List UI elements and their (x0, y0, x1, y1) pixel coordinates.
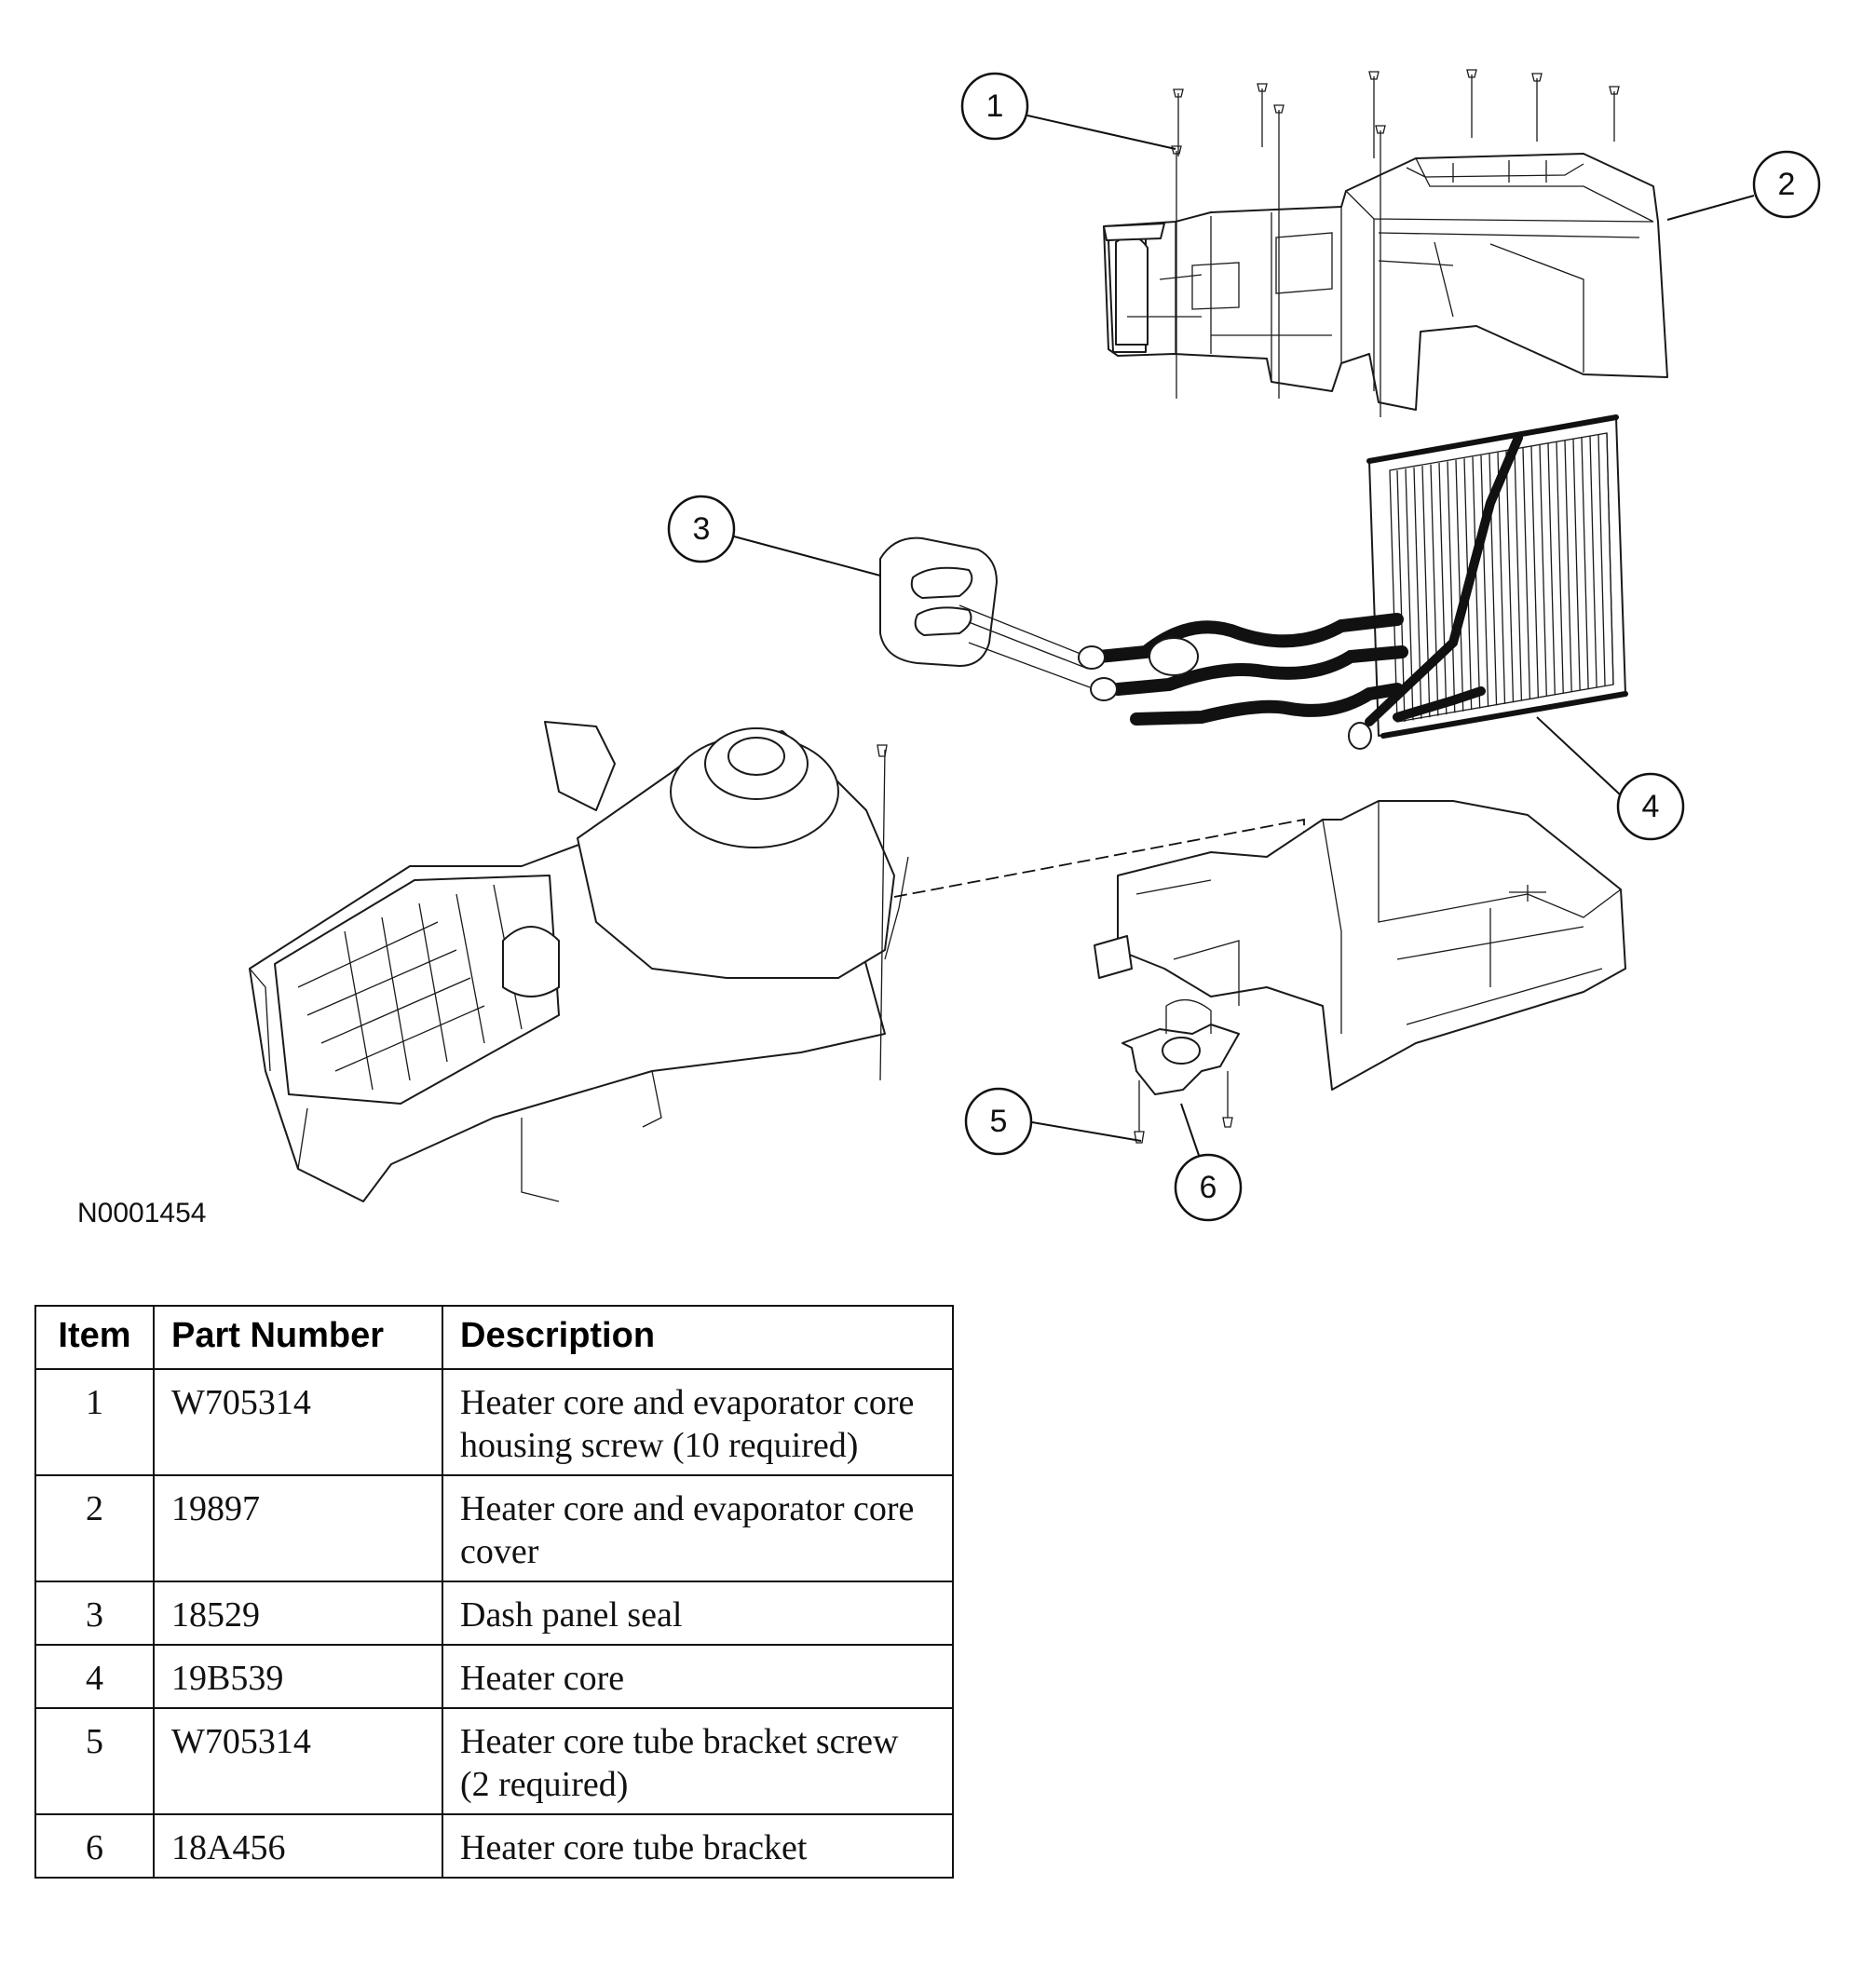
item-cell: 3 (34, 1581, 155, 1646)
heater-core-fin (1472, 456, 1481, 709)
item-cell: 5 (34, 1707, 155, 1815)
part-number-cell: 18A456 (153, 1813, 443, 1879)
callout-4: 4 (1616, 772, 1685, 841)
table-row: 1 W705314 Heater core and evaporator cor… (34, 1368, 954, 1476)
heater-core-fin (1396, 469, 1406, 723)
heater-core-fin (1455, 459, 1464, 712)
callout-1-label: 1 (986, 88, 1004, 124)
item-cell: 1 (34, 1368, 155, 1476)
table-row: 4 19B539 Heater core (34, 1644, 954, 1709)
item-cell: 4 (34, 1644, 155, 1709)
alignment-dash-line (893, 818, 1305, 913)
heater-core-fin (1581, 437, 1589, 689)
description-cell: Heater core tube bracket screw (2 requir… (442, 1707, 954, 1815)
heater-core-fin (1539, 444, 1547, 697)
heater-core-fin (1505, 451, 1515, 703)
parts-table: Item Part Number Description 1 W705314 H… (34, 1305, 954, 1879)
heater-core-fin (1572, 439, 1581, 691)
heater-core-fin (1421, 466, 1431, 718)
heater-core-fin (1547, 443, 1556, 696)
callout-3: 3 (667, 495, 736, 563)
heater-core-fin (1480, 455, 1489, 708)
description-cell: Heater core and evaporator core cover (442, 1474, 954, 1582)
heater-core-fin (1514, 449, 1523, 701)
heater-core-fin (1522, 447, 1531, 700)
heater-core-fin (1597, 434, 1606, 686)
item-cell: 2 (34, 1474, 155, 1582)
table-row: 3 18529 Dash panel seal (34, 1581, 954, 1646)
header-item: Item (34, 1305, 155, 1370)
description-cell: Heater core and evaporator core housing … (442, 1368, 954, 1476)
table-row: 2 19897 Heater core and evaporator core … (34, 1474, 954, 1582)
housing-screws-illustration (1171, 69, 1620, 417)
tube-bracket-illustration (1122, 999, 1240, 1144)
callout-1: 1 (960, 72, 1029, 141)
lower-evaporator-housing-illustration (1094, 800, 1626, 1091)
description-cell: Heater core (442, 1644, 954, 1709)
heater-core-fin (1556, 441, 1564, 694)
heater-core-fin (1564, 440, 1572, 693)
part-number-cell: W705314 (153, 1707, 443, 1815)
blower-housing-illustration (249, 721, 909, 1202)
callout-4-label: 4 (1642, 789, 1660, 824)
dash-panel-seal-illustration (879, 536, 998, 667)
item-cell: 6 (34, 1813, 155, 1879)
heater-core-illustration (958, 414, 1628, 750)
heater-core-fin (1438, 462, 1448, 715)
part-number-cell: 18529 (153, 1581, 443, 1646)
heater-core-fin (1589, 436, 1597, 688)
callout-6-label: 6 (1200, 1170, 1217, 1205)
heater-core-fin (1606, 432, 1614, 685)
description-cell: Heater core tube bracket (442, 1813, 954, 1879)
description-cell: Dash panel seal (442, 1581, 954, 1646)
heater-core-fin (1430, 464, 1439, 716)
callout-2-label: 2 (1778, 167, 1796, 202)
part-number-cell: W705314 (153, 1368, 443, 1476)
heater-core-fin (1530, 446, 1540, 699)
callout-5-label: 5 (990, 1104, 1008, 1139)
callout-3-label: 3 (693, 511, 711, 547)
part-number-cell: 19B539 (153, 1644, 443, 1709)
table-header-row: Item Part Number Description (34, 1305, 954, 1370)
table-row: 5 W705314 Heater core tube bracket screw… (34, 1707, 954, 1815)
callout-5: 5 (964, 1087, 1033, 1156)
callout-2: 2 (1752, 150, 1821, 219)
housing-cover-illustration (1103, 153, 1668, 411)
callout-6: 6 (1174, 1153, 1243, 1222)
figure-id: N0001454 (77, 1198, 207, 1228)
heater-core-fin (1447, 461, 1456, 713)
exploded-parts-diagram: 1 2 3 4 5 6 (249, 69, 1821, 1222)
header-description: Description (442, 1305, 954, 1370)
header-part-number: Part Number (153, 1305, 443, 1370)
table-row: 6 18A456 Heater core tube bracket (34, 1813, 954, 1879)
part-number-cell: 19897 (153, 1474, 443, 1582)
